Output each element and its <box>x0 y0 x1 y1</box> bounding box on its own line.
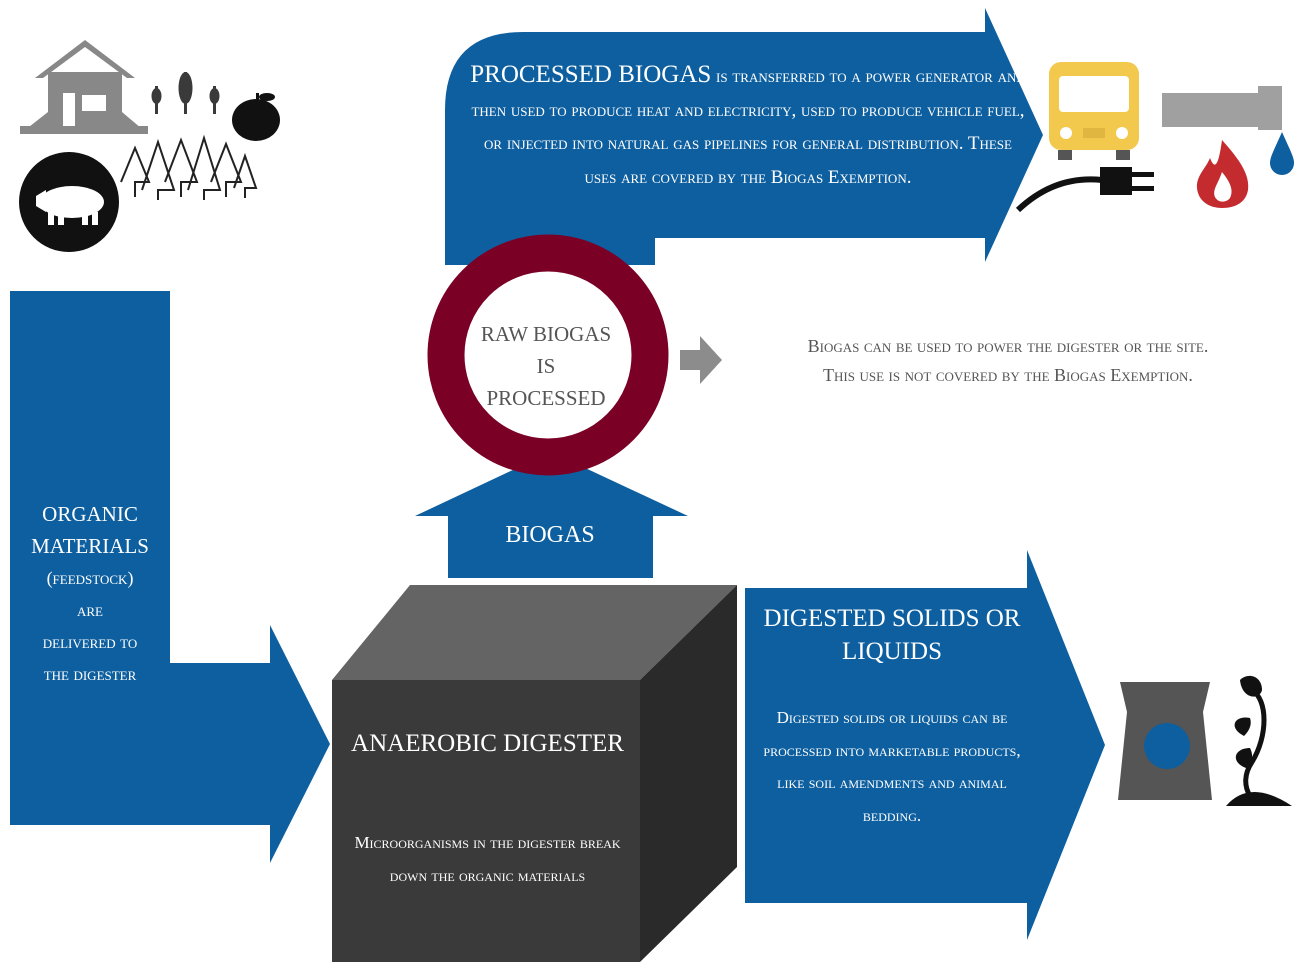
digested-solids-description: Digested solids or liquids can be proces… <box>763 708 1021 825</box>
farm-house-icon <box>20 40 148 134</box>
digested-solids-title: DIGESTED SOLIDS OR LIQUIDS <box>763 605 1021 665</box>
feedstock-line-4: are <box>77 600 103 620</box>
plant-icon <box>1226 675 1292 806</box>
flame-icon <box>1196 140 1249 208</box>
digester-description: Microorganisms in the digester break dow… <box>354 833 621 885</box>
processed-biogas-body: is transferred to a power generator and … <box>471 66 1026 188</box>
processed-biogas-arrow <box>445 8 1043 265</box>
processed-biogas-lead: Processed biogas <box>470 61 712 88</box>
pig-icon <box>19 152 119 252</box>
feedstock-line-3: (feedstock) <box>46 568 134 588</box>
forest-icon <box>120 134 258 200</box>
soil-bag-icon <box>1118 682 1212 800</box>
apple-icon <box>232 93 280 141</box>
bus-icon <box>1049 62 1139 160</box>
wheat-icon <box>151 72 220 114</box>
feedstock-arrow <box>10 291 330 863</box>
anaerobic-digester-cube <box>332 585 737 962</box>
raw-biogas-ring <box>427 234 669 476</box>
pipeline-icon <box>1162 86 1282 130</box>
site-use-line-1: Biogas can be used to power the digester… <box>807 336 1209 356</box>
biogas-arrow-label: BIOGAS <box>505 522 595 548</box>
raw-biogas-label: Raw biogas is processed <box>480 322 612 410</box>
digester-title: ANAEROBIC DIGESTER <box>351 730 624 757</box>
feedstock-line-5: delivered to <box>42 632 138 652</box>
digested-solids-arrow <box>745 550 1105 940</box>
feedstock-line-6: the digester <box>43 664 137 684</box>
electric-plug-icon <box>1015 167 1154 213</box>
biogas-up-arrow <box>415 452 688 578</box>
site-use-text: Biogas can be used to power the digester… <box>728 332 1288 390</box>
processed-biogas-text: Processed biogas is transferred to a pow… <box>468 58 1028 194</box>
site-use-line-2: This use is not covered by the Biogas Ex… <box>823 365 1193 385</box>
feedstock-line-1: ORGANIC <box>42 502 138 526</box>
site-use-arrow <box>680 336 722 384</box>
feedstock-text: ORGANIC MATERIALS (feedstock) are delive… <box>12 498 168 690</box>
feedstock-line-2: MATERIALS <box>31 534 149 558</box>
droplet-icon <box>1270 132 1294 175</box>
